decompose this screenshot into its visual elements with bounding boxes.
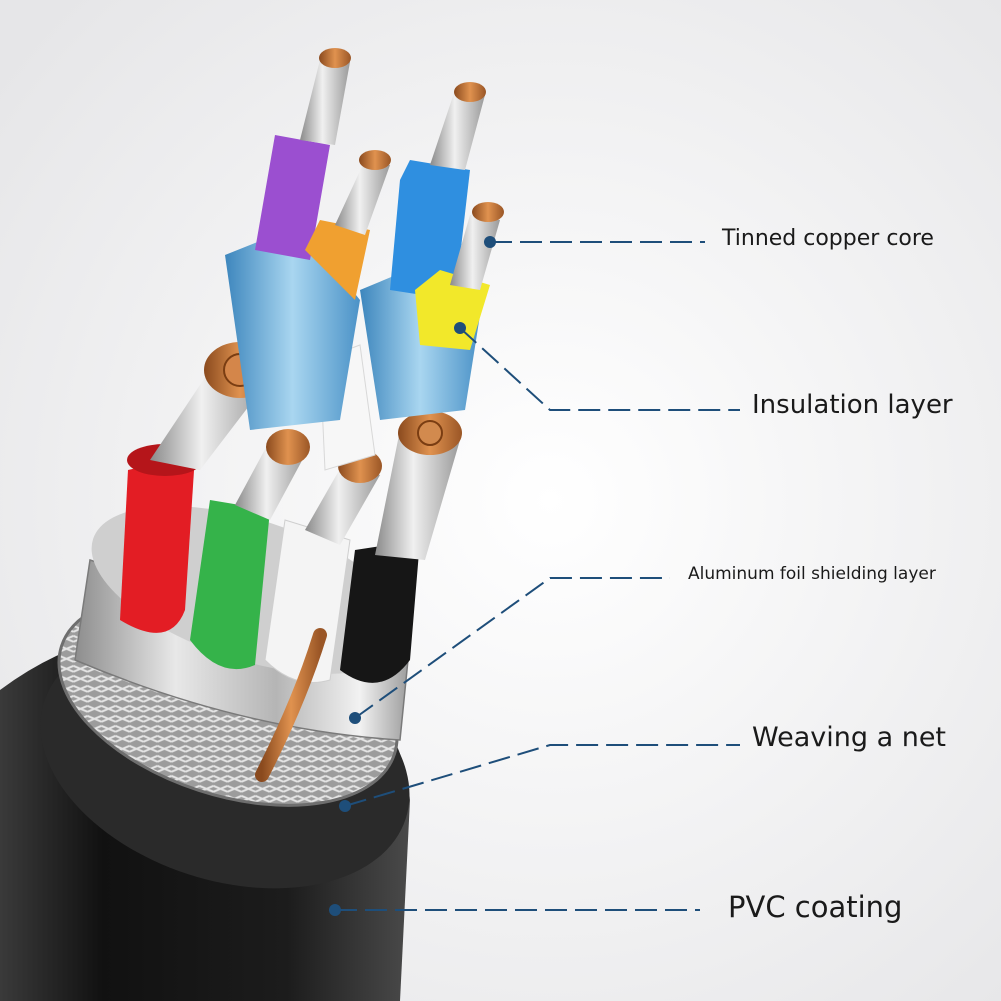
upper-pair-left xyxy=(225,48,391,430)
leader-insulation xyxy=(459,327,740,411)
leader-lines xyxy=(335,241,740,911)
drain-wire xyxy=(255,628,327,782)
label-aluminum-foil: Aluminum foil shielding layer xyxy=(688,564,936,584)
label-insulation-layer: Insulation layer xyxy=(752,390,953,420)
leader-net xyxy=(344,744,740,807)
leader-foil xyxy=(354,577,670,719)
green-conductor xyxy=(190,429,310,670)
black-conductor xyxy=(340,411,462,683)
leader-dots xyxy=(329,236,496,916)
label-weaving-net: Weaving a net xyxy=(752,722,947,753)
upper-pair-right xyxy=(360,82,504,420)
label-pvc-coating: PVC coating xyxy=(728,890,903,924)
label-tinned-copper-core: Tinned copper core xyxy=(722,226,934,251)
